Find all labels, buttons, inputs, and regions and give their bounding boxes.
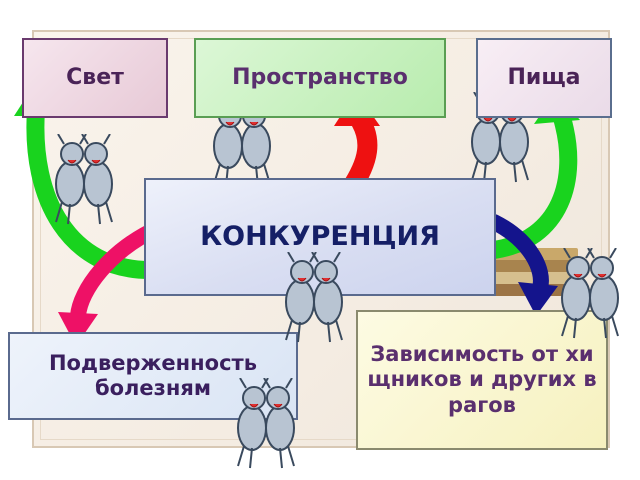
node-predators-label: Зависимость от хищников и других врагов	[367, 342, 597, 417]
goat-pair-icon	[285, 252, 343, 343]
node-space: Пространство	[194, 38, 446, 118]
node-disease: Подверженность болезням	[8, 332, 298, 420]
node-light-label: Свет	[66, 64, 124, 90]
node-competition: КОНКУРЕНЦИЯ	[144, 178, 496, 296]
node-light: Свет	[22, 38, 168, 118]
node-space-label: Пространство	[232, 64, 408, 90]
arrow-light	[26, 101, 159, 279]
node-predators: Зависимость от хищников и других врагов	[356, 310, 608, 450]
arrow-predators	[486, 214, 549, 296]
goat-pair-icon	[561, 248, 619, 339]
node-food: Пища	[476, 38, 612, 118]
arrow-disease-head	[58, 312, 98, 346]
node-disease-label: Подверженность болезням	[48, 350, 257, 400]
center-label: КОНКУРЕНЦИЯ	[200, 220, 440, 252]
arrow-disease	[70, 220, 166, 324]
arrow-predators-head	[518, 282, 558, 316]
goat-pair-icon	[237, 378, 295, 469]
goat-pair-icon	[55, 134, 113, 225]
node-food-label: Пища	[507, 64, 581, 90]
